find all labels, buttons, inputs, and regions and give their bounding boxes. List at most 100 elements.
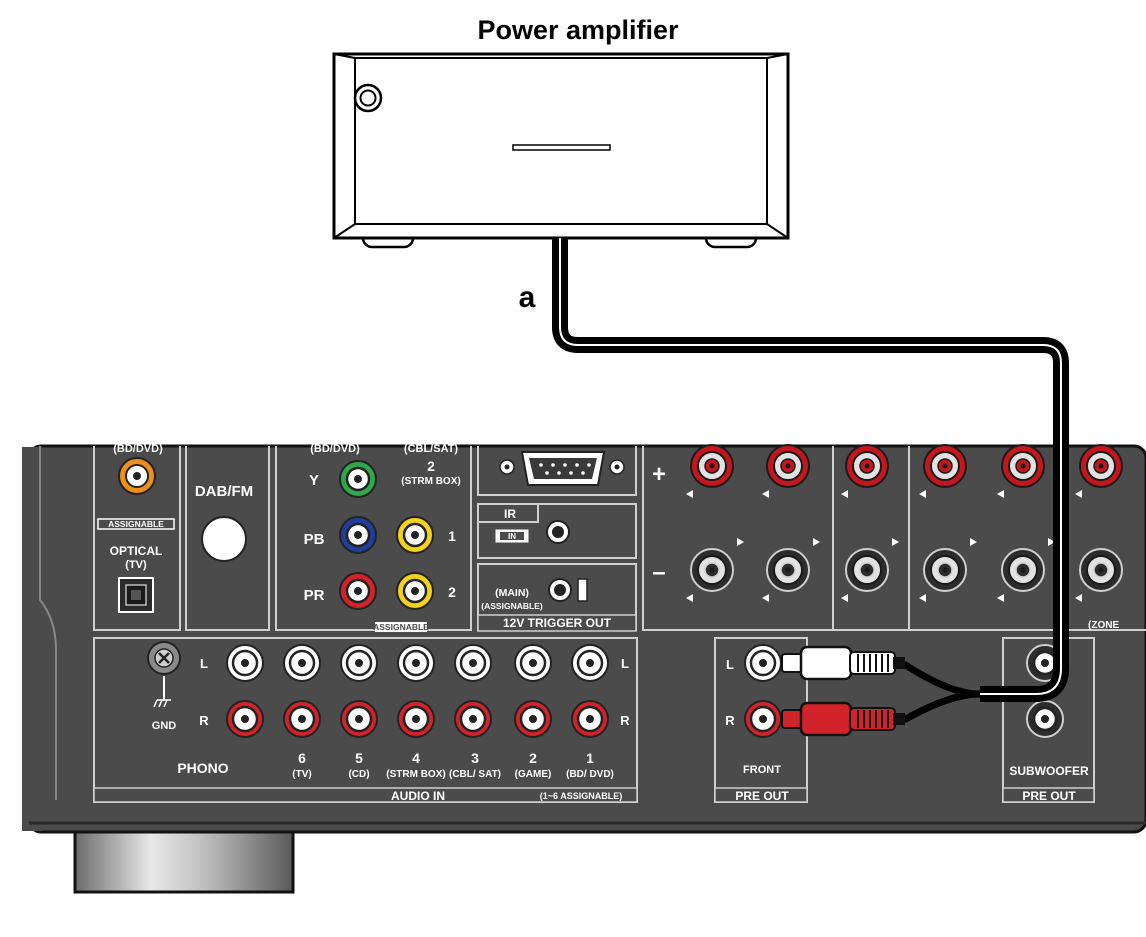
- audio-in-jack: [339, 643, 379, 683]
- ir-jack: [546, 520, 570, 544]
- component-in2-label: 2: [427, 458, 435, 474]
- ir-label: IR: [504, 507, 516, 521]
- phono-l-label: L: [200, 656, 208, 671]
- speaker-terminal-plus: [1079, 444, 1123, 488]
- phono-label: PHONO: [177, 760, 228, 776]
- speaker-polarity-marks: [686, 490, 1082, 602]
- zone-label: (ZONE: [1088, 620, 1119, 631]
- ir-in-label: IN: [508, 532, 516, 541]
- label-bd-dvd-optical: (BD/DVD): [113, 443, 163, 455]
- speaker-terminal-minus: [1079, 548, 1123, 592]
- audio-in-name: (BD/ DVD): [566, 769, 614, 780]
- component-in2-num: 2: [448, 584, 456, 600]
- cable-a-label: a: [519, 281, 536, 314]
- audio-in-l-label: L: [621, 656, 629, 671]
- subwoofer-label: SUBWOOFER: [1009, 764, 1089, 778]
- assignable-bar-optical: [97, 518, 175, 530]
- audio-in-name: (TV): [292, 769, 311, 780]
- audio-in-jack: [570, 643, 610, 683]
- audio-in-jack: [339, 699, 379, 739]
- cable-a: [552, 238, 1069, 724]
- audio-in-name: (STRM BOX): [386, 769, 445, 780]
- speaker-terminal-plus: [923, 444, 967, 488]
- speaker-terminal-minus: [690, 548, 734, 592]
- audio-in-jack: [570, 699, 610, 739]
- gnd-terminal: [147, 641, 181, 708]
- audio-in-num: 3: [471, 750, 479, 766]
- receiver-foot: [73, 824, 295, 894]
- phono-r-label: R: [199, 713, 209, 728]
- subwoofer-jack-2: [1026, 700, 1064, 738]
- audio-in-num: 5: [355, 750, 363, 766]
- audio-in-num: 2: [529, 750, 537, 766]
- audio-in-num: 1: [586, 750, 594, 766]
- coaxial-jack: [118, 457, 156, 495]
- speaker-terminal-plus: [690, 444, 734, 488]
- speaker-terminal-minus: [766, 548, 810, 592]
- speaker-terminal-plus: [766, 444, 810, 488]
- speaker-terminal-minus: [923, 548, 967, 592]
- audio-in-jack: [282, 643, 322, 683]
- audio-in-input-labels: 6 (TV) 5 (CD) 4 (STRM BOX) 3 (CBL/ SAT) …: [292, 750, 614, 780]
- speaker-minus-label: –: [652, 559, 665, 586]
- audio-in-num: 6: [298, 750, 306, 766]
- optical-jack: [118, 577, 154, 613]
- audio-in-jack: [453, 643, 493, 683]
- component-y-label: Y: [309, 472, 319, 489]
- audio-in-name: (CD): [348, 769, 369, 780]
- audio-in-jack: [282, 699, 322, 739]
- front-pre-out-label: PRE OUT: [735, 789, 789, 803]
- trigger-main-label: (MAIN): [495, 587, 529, 599]
- rca-plug-red: [781, 701, 905, 737]
- speaker-terminal-plus: [1001, 444, 1045, 488]
- component-in1-num: 1: [448, 528, 456, 544]
- antenna-jack: [201, 516, 247, 562]
- amp-display-slot: [512, 144, 611, 151]
- speaker-terminal-minus: [1001, 548, 1045, 592]
- audio-in-jack: [513, 699, 553, 739]
- optical-label: OPTICAL: [110, 544, 163, 558]
- rca-plug-white: [781, 645, 905, 681]
- label-cbl-sat: (CBL/SAT): [404, 443, 459, 455]
- component-in2-jack: [396, 572, 434, 610]
- rs232-port: [499, 451, 625, 486]
- assignable-bar-component: [375, 622, 427, 632]
- speaker-terminal-plus: [845, 444, 889, 488]
- audio-in-r-label: R: [620, 713, 630, 728]
- assignable-label-optical: ASSIGNABLE: [108, 519, 164, 529]
- audio-in-num: 4: [412, 750, 420, 766]
- speaker-terminal-minus: [845, 548, 889, 592]
- component-pb-jack: [339, 516, 377, 554]
- trigger-title: 12V TRIGGER OUT: [503, 616, 612, 630]
- component-pr-jack: [339, 572, 377, 610]
- audio-in-name: (GAME): [515, 769, 552, 780]
- audio-in-jack: [396, 699, 436, 739]
- component-pb-label: PB: [304, 531, 325, 548]
- optical-sub-label: (TV): [125, 559, 147, 571]
- component-in1-jack: [396, 516, 434, 554]
- audio-in-note: (1~6 ASSIGNABLE): [540, 791, 622, 801]
- phono-l-jack: [225, 643, 265, 683]
- audio-in-label: AUDIO IN: [391, 789, 445, 803]
- phono-r-jack: [225, 699, 265, 739]
- front-r-label: R: [725, 713, 735, 728]
- dab-fm-label: DAB/FM: [195, 483, 253, 500]
- component-y-jack: [339, 460, 377, 498]
- front-pre-out-l-jack: [743, 643, 783, 683]
- trigger-assignable-label: (ASSIGNABLE): [481, 601, 543, 611]
- trigger-jack: [548, 578, 588, 602]
- audio-in-name: (CBL/ SAT): [449, 769, 501, 780]
- front-label: FRONT: [743, 764, 781, 776]
- speaker-plus-label: +: [652, 461, 666, 488]
- assignable-label-component: ASSIGNABLE: [373, 622, 429, 632]
- subwoofer-pre-out-label: PRE OUT: [1022, 789, 1076, 803]
- gnd-label: GND: [152, 720, 177, 732]
- component-in2-sub-label: (STRM BOX): [401, 476, 460, 487]
- page-title: Power amplifier: [477, 15, 679, 45]
- label-bd-dvd-component: (BD/DVD): [310, 443, 360, 455]
- audio-in-jack: [453, 699, 493, 739]
- component-pr-label: PR: [304, 587, 325, 604]
- audio-in-jack: [396, 643, 436, 683]
- front-l-label: L: [726, 657, 734, 672]
